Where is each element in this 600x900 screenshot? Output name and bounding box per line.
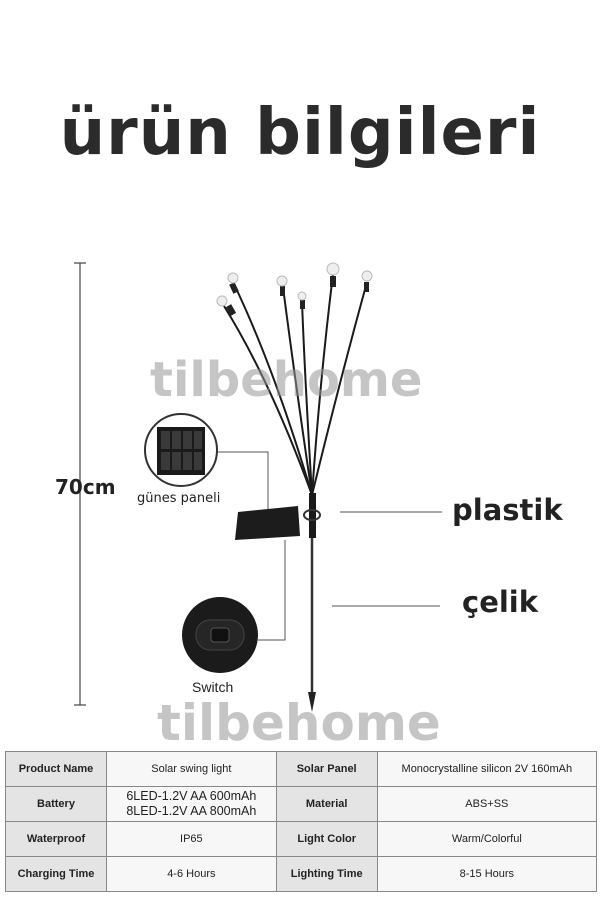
solar-panel-box bbox=[235, 506, 300, 540]
solar-panel-label: günes paneli bbox=[137, 491, 221, 506]
solar-panel-closeup-icon bbox=[144, 413, 218, 487]
steel-label: çelik bbox=[462, 585, 539, 619]
spec-key: Waterproof bbox=[5, 821, 107, 857]
light-stems bbox=[223, 273, 368, 496]
spec-value: ABS+SS bbox=[376, 786, 598, 822]
spec-value: Warm/Colorful bbox=[376, 821, 598, 857]
spec-value: 4-6 Hours bbox=[106, 856, 277, 892]
page-title: ürün bilgileri bbox=[59, 96, 541, 170]
spec-value-line: 6LED-1.2V AA 600mAh bbox=[126, 789, 257, 803]
height-dimension-line bbox=[74, 262, 86, 706]
spec-value: Solar swing light bbox=[106, 751, 277, 787]
table-row: Product Name Solar swing light Solar Pan… bbox=[5, 751, 598, 787]
watermark: tilbehome bbox=[157, 694, 441, 752]
spec-key: Charging Time bbox=[5, 856, 107, 892]
spec-value: 8-15 Hours bbox=[376, 856, 598, 892]
table-row: Waterproof IP65 Light Color Warm/Colorfu… bbox=[5, 821, 598, 857]
height-label: 70cm bbox=[55, 475, 116, 499]
spec-key: Battery bbox=[5, 786, 107, 822]
stake-tip bbox=[308, 692, 316, 712]
spec-key: Solar Panel bbox=[275, 751, 378, 787]
spec-key: Product Name bbox=[5, 751, 107, 787]
leader-lines bbox=[217, 451, 442, 641]
spec-key: Light Color bbox=[275, 821, 378, 857]
spec-key: Lighting Time bbox=[275, 856, 378, 892]
spec-value-line: 8LED-1.2V AA 800mAh bbox=[126, 804, 257, 818]
spec-table: Product Name Solar swing light Solar Pan… bbox=[5, 751, 598, 892]
switch-label: Switch bbox=[192, 679, 234, 695]
spec-value: IP65 bbox=[106, 821, 277, 857]
spec-value: Monocrystalline silicon 2V 160mAh bbox=[376, 751, 598, 787]
watermark: tilbehome bbox=[150, 352, 423, 408]
plastic-label: plastik bbox=[452, 493, 563, 527]
table-row: Charging Time 4-6 Hours Lighting Time 8-… bbox=[5, 856, 598, 892]
spec-key: Material bbox=[275, 786, 378, 822]
stake-top bbox=[309, 493, 316, 538]
switch-closeup-icon bbox=[182, 597, 258, 673]
led-bulbs bbox=[216, 262, 373, 316]
